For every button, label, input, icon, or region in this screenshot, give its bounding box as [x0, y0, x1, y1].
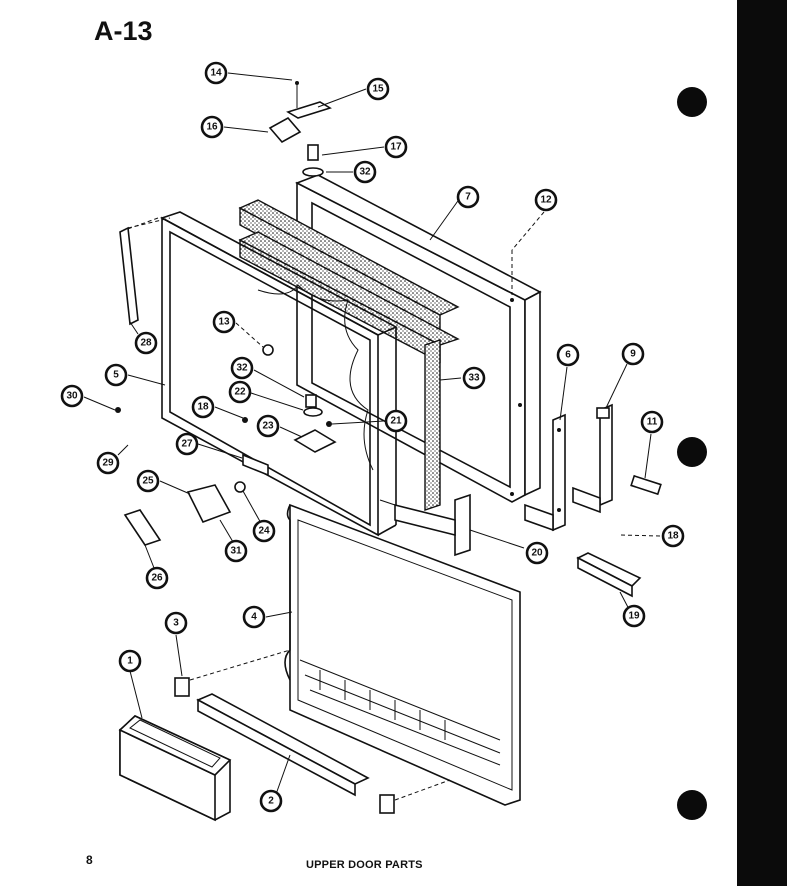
svg-text:17: 17: [390, 142, 402, 153]
strip-2: [196, 693, 370, 797]
bracket-20: [379, 493, 471, 557]
callout-25: 25: [136, 469, 160, 493]
svg-text:9: 9: [630, 349, 636, 360]
callout-19: 19: [622, 604, 646, 628]
callout-22: 22: [228, 380, 252, 404]
callout-30: 30: [60, 384, 84, 408]
callout-32-mid: 32: [230, 356, 254, 380]
svg-text:7: 7: [465, 192, 471, 203]
page-caption: UPPER DOOR PARTS: [306, 859, 423, 871]
callout-24: 24: [252, 519, 276, 543]
callout-28: 28: [134, 331, 158, 355]
callout-18-right: 18: [661, 524, 685, 548]
svg-text:11: 11: [647, 417, 658, 428]
svg-text:3: 3: [173, 618, 179, 629]
svg-text:19: 19: [628, 611, 640, 622]
callout-23: 23: [256, 414, 280, 438]
svg-text:31: 31: [230, 546, 242, 557]
callout-7: 7: [456, 185, 480, 209]
callout-2: 2: [259, 789, 283, 813]
callout-21: 21: [384, 409, 408, 433]
callout-16: 16: [200, 115, 224, 139]
svg-text:33: 33: [468, 373, 480, 384]
end-clip: [379, 794, 395, 814]
svg-text:16: 16: [206, 122, 218, 133]
svg-text:32: 32: [236, 363, 248, 374]
pad-11: [630, 474, 662, 496]
callout-3: 3: [164, 611, 188, 635]
svg-text:15: 15: [372, 84, 384, 95]
top-hinge-assembly: [268, 81, 332, 177]
callout-4: 4: [242, 605, 266, 629]
callout-14: 14: [204, 61, 228, 85]
page-id: A-13: [94, 16, 153, 46]
svg-text:23: 23: [262, 421, 274, 432]
callout-17: 17: [384, 135, 408, 159]
svg-text:25: 25: [142, 476, 154, 487]
svg-text:13: 13: [218, 317, 230, 328]
callout-20: 20: [525, 541, 549, 565]
svg-text:28: 28: [140, 338, 152, 349]
callout-15: 15: [366, 77, 390, 101]
hinge-bracket-9: [572, 403, 613, 514]
callout-32-top: 32: [353, 160, 377, 184]
door-bin-1: [118, 715, 232, 822]
leader-lines: [83, 72, 661, 801]
svg-text:18: 18: [197, 402, 209, 413]
svg-text:24: 24: [258, 526, 270, 537]
svg-text:12: 12: [540, 195, 552, 206]
callout-5: 5: [104, 363, 128, 387]
binder-edge-strip: [737, 0, 787, 886]
callout-18-left: 18: [191, 395, 215, 419]
svg-text:20: 20: [531, 548, 543, 559]
callout-31: 31: [224, 539, 248, 563]
svg-text:26: 26: [151, 573, 163, 584]
callout-33: 33: [462, 366, 486, 390]
callout-6: 6: [556, 343, 580, 367]
svg-text:18: 18: [667, 531, 679, 542]
callout-29: 29: [96, 451, 120, 475]
svg-text:1: 1: [127, 656, 133, 667]
svg-text:21: 21: [390, 416, 402, 427]
page-number: 8: [86, 853, 93, 867]
svg-text:29: 29: [102, 458, 114, 469]
svg-text:4: 4: [251, 612, 257, 623]
door-liner-4: [284, 503, 521, 806]
binder-hole-middle: [677, 437, 707, 467]
center-hardware: [115, 344, 337, 546]
svg-text:32: 32: [359, 167, 371, 178]
callout-27: 27: [175, 432, 199, 456]
svg-text:14: 14: [210, 68, 222, 79]
callout-12: 12: [534, 188, 558, 212]
svg-text:30: 30: [66, 391, 78, 402]
callout-13: 13: [212, 310, 236, 334]
callout-9: 9: [621, 342, 645, 366]
clip-3: [174, 677, 190, 697]
gasket-frame-5: [159, 211, 398, 537]
callouts: 14 15 16 17 32 7 12 28 13 32 22 33 6 9 5…: [60, 61, 685, 813]
svg-text:22: 22: [234, 387, 246, 398]
binder-hole-top: [677, 87, 707, 117]
exploded-view-diagram: 14 15 16 17 32 7 12 28 13 32 22 33 6 9 5…: [60, 61, 685, 822]
hinge-bracket-6: [524, 413, 566, 532]
svg-text:2: 2: [268, 796, 274, 807]
angle-strip-19: [576, 552, 642, 598]
callout-1: 1: [118, 649, 142, 673]
binder-hole-bottom: [677, 790, 707, 820]
svg-text:27: 27: [181, 439, 193, 450]
svg-text:6: 6: [565, 350, 571, 361]
svg-text:5: 5: [113, 370, 119, 381]
callout-26: 26: [145, 566, 169, 590]
callout-11: 11: [640, 410, 664, 434]
